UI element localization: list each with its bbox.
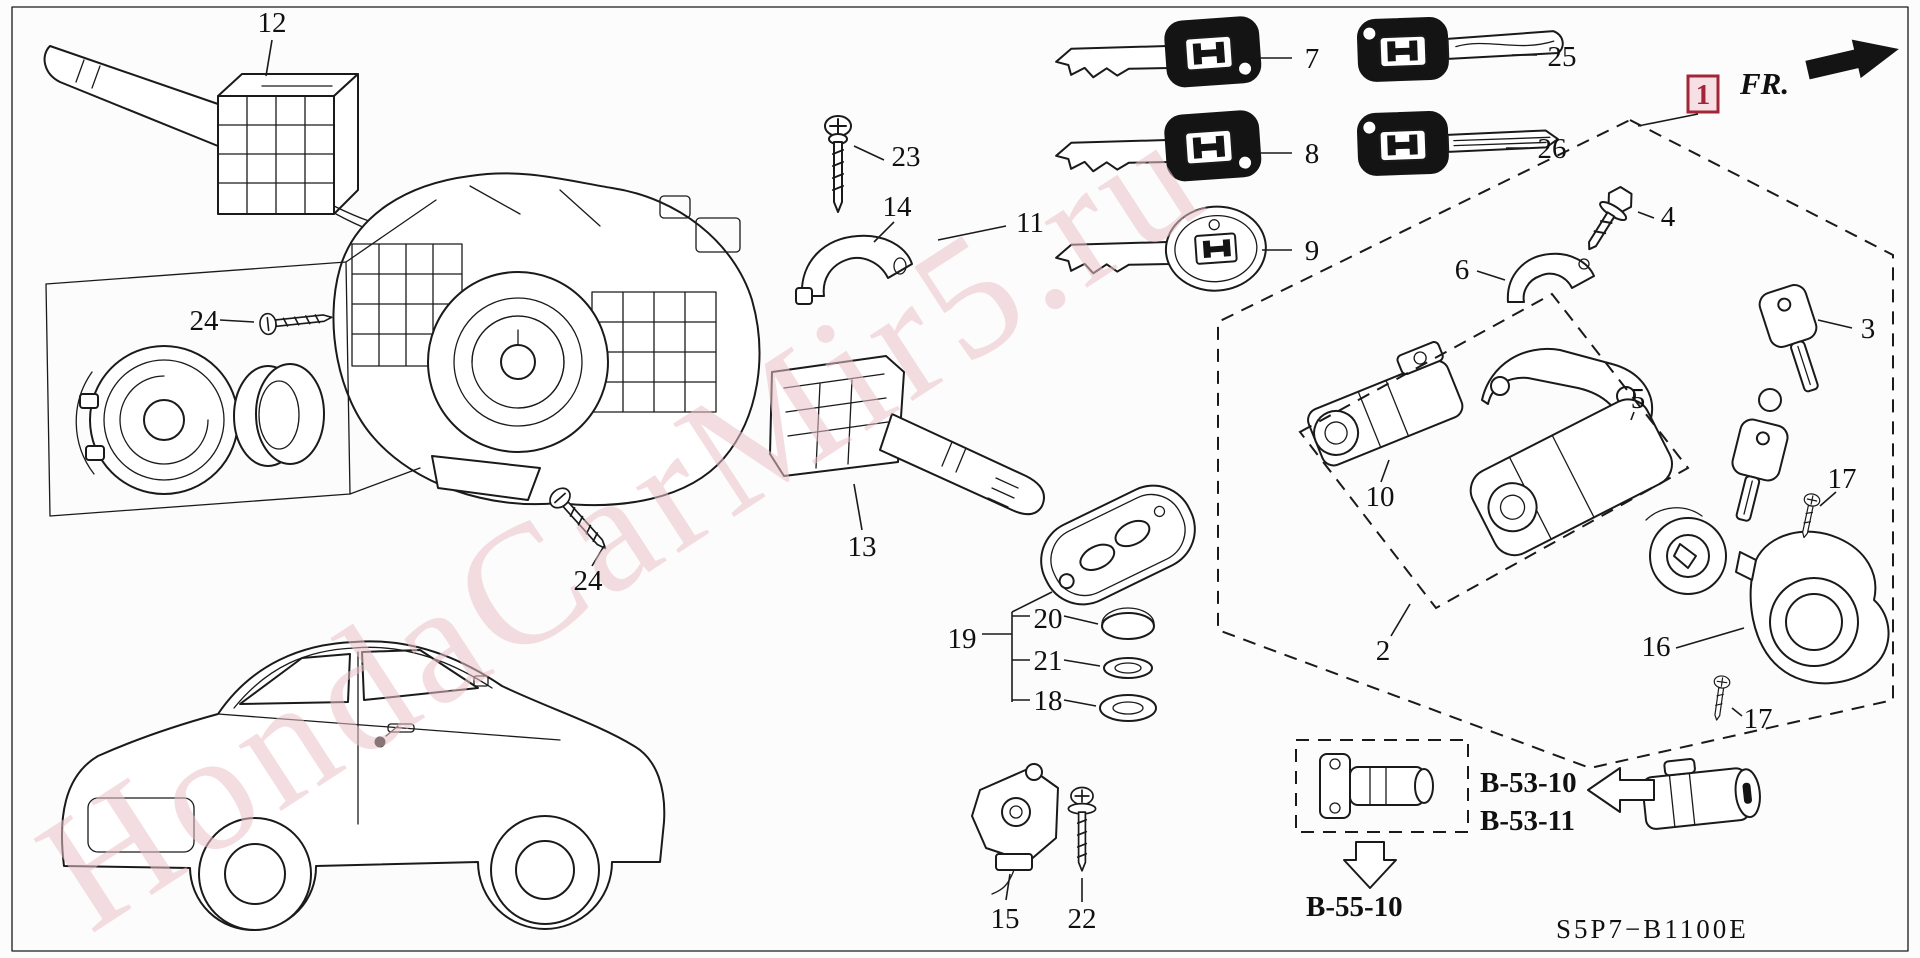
- lock-cylinder-b53-drawing: [1319, 753, 1434, 819]
- callout-14[interactable]: 14: [883, 191, 913, 223]
- callout-13[interactable]: 13: [848, 531, 877, 563]
- callout-9[interactable]: 9: [1305, 235, 1320, 267]
- bracket-14-drawing: [795, 234, 913, 305]
- group-2-dashed-box: [1298, 292, 1690, 610]
- ref-b-53-11[interactable]: B-53-11: [1480, 805, 1575, 837]
- callout-6[interactable]: 6: [1455, 254, 1470, 286]
- callout-8[interactable]: 8: [1305, 138, 1320, 170]
- callout-20[interactable]: 20: [1034, 603, 1063, 635]
- callout-22[interactable]: 22: [1068, 903, 1097, 935]
- callout-7[interactable]: 7: [1305, 43, 1320, 75]
- key-25-drawing: [1357, 16, 1564, 82]
- vehicle-drawing: [61, 640, 666, 931]
- diagram-code: S5P7−B1100E: [1556, 914, 1749, 944]
- spring-stack-drawing: [233, 363, 325, 467]
- screw-23-drawing: [824, 115, 852, 213]
- callout-25[interactable]: 25: [1548, 41, 1577, 73]
- callout-23[interactable]: 23: [892, 141, 921, 173]
- explode-guide-line: [349, 467, 421, 495]
- key-9-drawing: [1055, 205, 1267, 292]
- cylinder-cover-drawing: [1735, 530, 1890, 685]
- callout-12[interactable]: 12: [258, 7, 287, 39]
- arrow-down-icon: [1343, 841, 1397, 889]
- wiper-switch-drawing: [769, 355, 1045, 516]
- callout-10[interactable]: 10: [1366, 481, 1395, 513]
- callout-16[interactable]: 16: [1642, 631, 1671, 663]
- ref-b-55-10[interactable]: B-55-10: [1306, 891, 1403, 923]
- callout-19[interactable]: 19: [948, 623, 977, 655]
- callout-17-upper[interactable]: 17: [1828, 463, 1857, 495]
- screw-17-lower-drawing: [1713, 675, 1731, 721]
- callout-26[interactable]: 26: [1538, 133, 1567, 165]
- callouts: 12 23 14 11 24 24 13 7 25 8 26 9 4 6 3 5…: [190, 7, 1876, 935]
- explode-guide-line: [345, 199, 437, 263]
- steering-lock-body-drawing: [1469, 348, 1727, 595]
- callout-3[interactable]: 3: [1861, 313, 1876, 345]
- remote-parts-drawing: [1099, 607, 1157, 722]
- group-1-dashed-box: [1217, 118, 1894, 770]
- key-8-drawing: [1055, 110, 1262, 182]
- bolt-4-drawing: [1588, 185, 1633, 251]
- lock-cylinder-alt-drawing: [1641, 758, 1761, 830]
- callout-24-lower[interactable]: 24: [574, 565, 604, 597]
- screw-17-upper-drawing: [1802, 493, 1821, 539]
- ref-b-53-10[interactable]: B-53-10: [1480, 767, 1577, 799]
- combination-switch-body-drawing: [332, 172, 761, 507]
- screw-24-lower-drawing: [549, 487, 607, 550]
- callout-1[interactable]: 1: [1696, 79, 1711, 111]
- callout-11[interactable]: 11: [1016, 207, 1044, 239]
- callout-18[interactable]: 18: [1034, 685, 1063, 717]
- callout-15[interactable]: 15: [991, 903, 1020, 935]
- fr-direction: FR.: [1739, 39, 1899, 101]
- cable-reel-drawing: [75, 345, 239, 495]
- keyless-remote-drawing: [1040, 484, 1196, 606]
- callout-21[interactable]: 21: [1034, 645, 1063, 677]
- screw-24-left-drawing: [259, 312, 333, 336]
- immobilizer-unit-drawing: [1307, 341, 1464, 467]
- callout-17-lower[interactable]: 17: [1744, 703, 1773, 735]
- callout-5[interactable]: 5: [1631, 383, 1646, 415]
- callout-4[interactable]: 4: [1661, 201, 1676, 233]
- clamp-6-drawing: [1506, 252, 1595, 303]
- key-7-drawing: [1055, 16, 1262, 88]
- combination-switch-lever-drawing: [43, 45, 449, 259]
- screw-22-drawing: [1067, 786, 1097, 872]
- key-set-drawing: [1731, 284, 1819, 522]
- leader-lines: [219, 39, 1853, 902]
- key-26-drawing: [1357, 110, 1559, 176]
- callout-24-left[interactable]: 24: [190, 305, 220, 337]
- arrow-left-icon: [1587, 767, 1655, 813]
- fr-arrow-icon: [1805, 39, 1899, 80]
- ignition-switch-drawing: [971, 763, 1059, 895]
- diagram-frame: [11, 6, 1909, 952]
- callout-2[interactable]: 2: [1376, 635, 1391, 667]
- fr-label: FR.: [1739, 66, 1789, 101]
- callout-1-highlighted[interactable]: 1: [1686, 74, 1720, 114]
